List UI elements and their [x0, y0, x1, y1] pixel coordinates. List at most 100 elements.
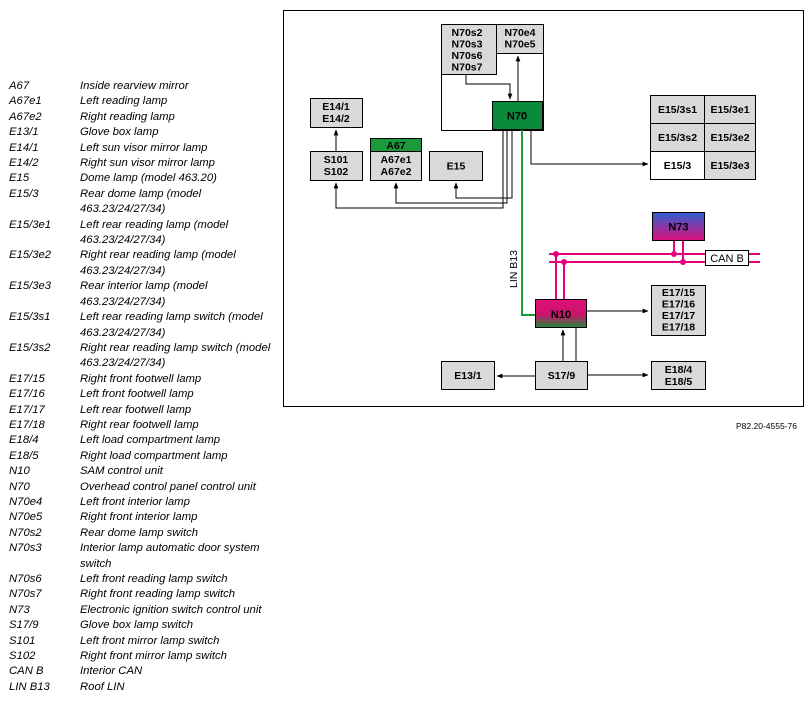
- legend-code: E18/4: [9, 434, 39, 447]
- legend-description: Roof LIN: [80, 680, 125, 693]
- legend-description: Left front footwell lamp: [80, 388, 194, 401]
- e17-18-label: E17/18: [662, 322, 695, 334]
- a67e1-label: A67e1: [381, 154, 412, 166]
- legend-code: E13/1: [9, 126, 39, 139]
- legend-code: E15/3: [9, 187, 39, 200]
- legend-description: Right front interior lamp: [80, 511, 198, 524]
- legend-description: Right rear footwell lamp: [80, 418, 199, 431]
- legend-row: N70e5 Right front interior lamp: [9, 510, 271, 525]
- legend-description: Right sun visor mirror lamp: [80, 157, 215, 170]
- legend-description: Right front reading lamp switch: [80, 588, 236, 601]
- s101-s102-box: [310, 151, 363, 181]
- e18-4-label: E18/4: [665, 364, 693, 376]
- legend-description: Left front mirror lamp switch: [80, 634, 220, 647]
- legend-code: N70e4: [9, 495, 43, 508]
- e15-3-label: E15/3: [664, 160, 692, 172]
- legend-description: Left rear reading lamp (model 463.23/24/…: [80, 218, 229, 247]
- can-b-box: [705, 250, 749, 266]
- legend-description: Left front reading lamp switch: [80, 573, 228, 585]
- legend-code: E15: [9, 172, 30, 185]
- n73-label: N73: [668, 222, 688, 234]
- e17-16-label: E17/16: [662, 299, 695, 311]
- e13-1-box: [441, 361, 495, 390]
- legend-code: S102: [9, 650, 36, 663]
- n73-box: [652, 212, 705, 241]
- legend-description: Dome lamp (model 463.20): [80, 172, 217, 185]
- n70s3-label: N70s3: [452, 39, 483, 51]
- legend-code: N10: [9, 465, 30, 478]
- legend-description: Left reading lamp: [80, 95, 168, 108]
- e15-3s1-box: [650, 95, 705, 124]
- e15-3e1-label: E15/3e1: [710, 104, 749, 116]
- legend-description: Right front footwell lamp: [80, 372, 202, 385]
- legend-description: Left front interior lamp: [80, 495, 190, 508]
- n70-switches-box: [441, 24, 497, 75]
- a67e-box: [370, 151, 422, 181]
- legend-description: Left sun visor mirror lamp: [80, 141, 208, 154]
- legend-code: N70s2: [9, 526, 42, 539]
- legend-description: Rear interior lamp (model 463.23/24/27/3…: [80, 280, 208, 308]
- legend-row: CAN B Interior CAN: [9, 664, 271, 679]
- legend-row: E13/1 Glove box lamp: [9, 125, 271, 140]
- e15-3e2-box: [704, 123, 756, 152]
- n10-box: [535, 299, 587, 328]
- e18-box: [651, 361, 706, 390]
- legend-code: S101: [9, 634, 36, 647]
- a67e2-label: A67e2: [381, 166, 412, 178]
- n70-lamps-box: [496, 24, 544, 54]
- e18-5-label: E18/5: [665, 376, 693, 388]
- legend-code: A67e1: [9, 95, 42, 108]
- n70s2-label: N70s2: [452, 27, 483, 39]
- e15-3e1-box: [704, 95, 756, 124]
- legend-code: CAN B: [9, 665, 44, 678]
- legend-code: N70e5: [9, 511, 43, 524]
- legend-code: E17/17: [9, 403, 45, 416]
- e13-1-label: E13/1: [454, 370, 482, 382]
- legend-row: N70 Overhead control panel control unit: [9, 480, 271, 495]
- legend-code: E15/3s1: [9, 311, 51, 324]
- legend-code: N70: [9, 480, 30, 493]
- legend-description: Inside rearview mirror: [80, 80, 189, 92]
- legend-description: Right rear reading lamp (model 463.23/24…: [80, 249, 236, 277]
- legend-description: Overhead control panel control unit: [80, 480, 256, 493]
- legend-row: A67e1 Left reading lamp: [9, 94, 271, 109]
- legend-row: E17/16 Left front footwell lamp: [9, 387, 271, 402]
- legend-row: N70s6 Left front reading lamp switch: [9, 572, 271, 587]
- legend-row: E15 Dome lamp (model 463.20): [9, 171, 271, 186]
- legend-row: A67e2 Right reading lamp: [9, 110, 271, 125]
- can-b-label: CAN B: [710, 253, 744, 265]
- legend-description: Interior CAN: [80, 665, 143, 678]
- legend-description: Right reading lamp: [80, 110, 175, 123]
- e17-17-label: E17/17: [662, 310, 695, 322]
- e15-3e3-box: [704, 151, 756, 180]
- s101-label: S101: [324, 154, 349, 166]
- e14-2-label: E14/2: [322, 113, 350, 125]
- e14-box: [310, 98, 363, 128]
- legend-description: Rear dome lamp (model 463.23/24/27/34): [80, 187, 202, 216]
- legend-row: E15/3 Rear dome lamp (model 463.23/24/27/…: [9, 187, 271, 218]
- e15-3s2-label: E15/3s2: [658, 132, 697, 144]
- legend-code: E18/5: [9, 449, 39, 462]
- legend-description: Glove box lamp: [80, 126, 159, 139]
- e15-3s2-box: [650, 123, 705, 152]
- s102-label: S102: [324, 166, 349, 178]
- legend-description: Left load compartment lamp: [80, 434, 221, 447]
- legend-description: Glove box lamp switch: [80, 619, 194, 632]
- legend-code: N70s6: [9, 573, 42, 585]
- legend-description: Right front mirror lamp switch: [80, 650, 227, 663]
- legend-code: A67e2: [9, 110, 42, 123]
- legend-code: E17/16: [9, 388, 45, 401]
- n70e4-label: N70e4: [505, 27, 536, 39]
- e15-label: E15: [447, 161, 466, 173]
